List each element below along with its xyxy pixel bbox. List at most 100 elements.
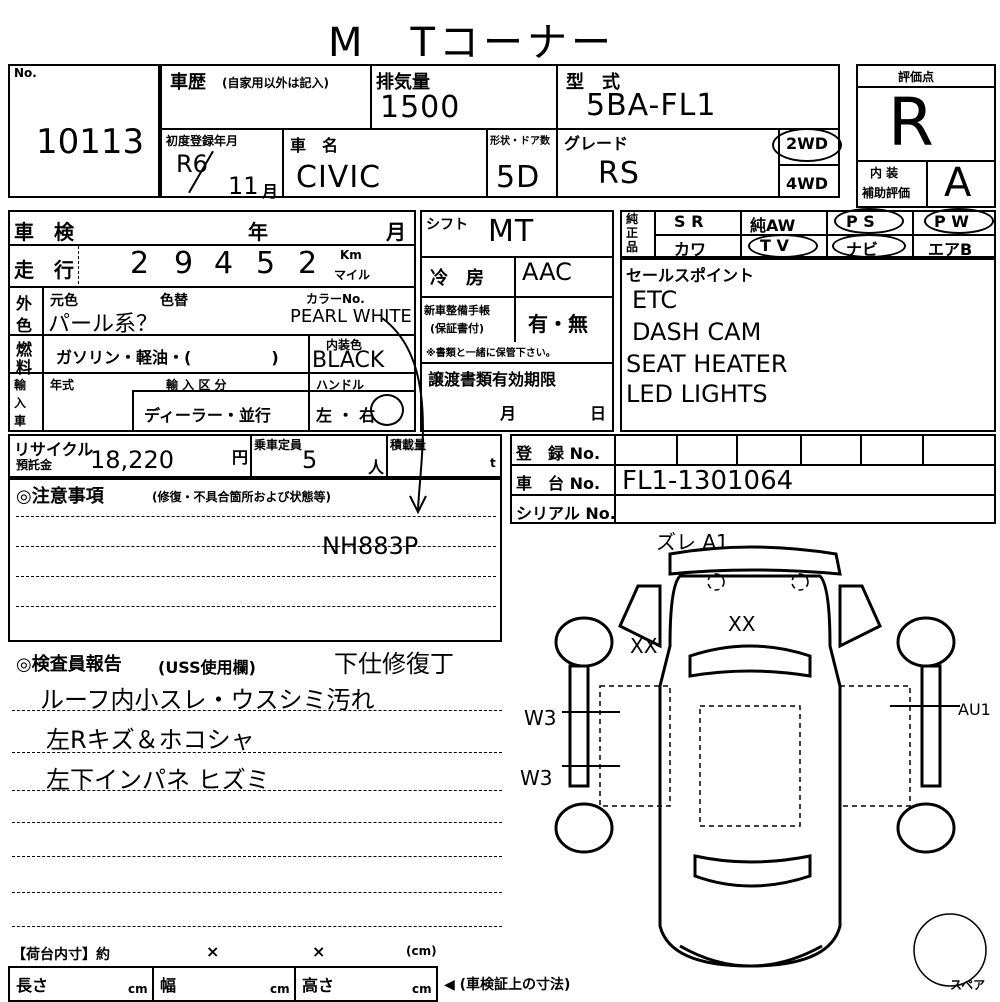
inspection-year: 年	[248, 220, 268, 244]
main-top-box	[160, 64, 840, 198]
shift-label: シフト	[426, 217, 468, 233]
cargo-height: 高さ	[302, 976, 335, 995]
inspector-sub: (USS使用欄)	[158, 658, 256, 677]
handle-value: 左 ・ 右	[316, 406, 376, 425]
score-value: R	[888, 84, 934, 161]
grade-label: グレード	[564, 134, 629, 153]
displacement-label: 排気量	[376, 72, 430, 93]
diagram-top-note: ズレ A1	[656, 530, 729, 554]
cargo-x2: ×	[312, 942, 326, 961]
color-no-label: カラーNo.	[306, 292, 365, 306]
model-value: 5BA-FL1	[586, 88, 717, 123]
sales-point-4: LED LIGHTS	[626, 380, 768, 408]
cargo-unit: (cm)	[406, 944, 437, 958]
chassis-label: 車 台 No.	[516, 474, 601, 493]
exterior-orig-label: 元色	[50, 293, 78, 309]
grade-value: RS	[598, 156, 640, 191]
registration-label: 登 録 No.	[516, 444, 601, 463]
history-label: 車歴	[170, 72, 206, 93]
mileage-digit-2: 9	[174, 246, 195, 281]
ac-label: 冷 房	[430, 268, 484, 289]
color-code-annotation: NH883P	[322, 532, 419, 560]
doc-expiry-month: 月	[500, 404, 517, 423]
sales-points-box	[620, 258, 996, 432]
cargo-arrow-note: ◀ (車検証上の寸法)	[444, 977, 571, 993]
recycle-value: 18,220	[90, 446, 174, 474]
spec-box	[8, 210, 416, 432]
car-name-value: CIVIC	[296, 160, 382, 195]
mileage-unit-km: Km	[340, 248, 362, 262]
equipment-aw: 純AW	[750, 216, 796, 235]
notes-sub: (修復・不具合箇所および状態等)	[152, 490, 331, 504]
sales-points-label: セールスポイント	[626, 266, 755, 285]
history-sub: (自家用以外は記入)	[222, 76, 329, 90]
fuel-label-1: 燃	[16, 340, 33, 359]
car-name-label: 車 名	[290, 136, 339, 155]
import-category-label: 輸 入 区 分	[166, 378, 227, 392]
ac-value: AAC	[522, 258, 572, 286]
diagram-mark-trunk: XX	[728, 612, 756, 636]
diagram-mark-left-rear: XX	[630, 634, 658, 658]
fuel-label-2: 料	[16, 358, 33, 377]
new-car-docs-value: 有・無	[528, 312, 588, 336]
displacement-value: 1500	[380, 90, 461, 125]
serial-label: シリアル No.	[516, 504, 616, 523]
notes-label: ◎注意事項	[16, 486, 104, 507]
doc-expiry-label: 譲渡書類有効期限	[428, 370, 557, 389]
inspector-line-1: ルーフ内小スレ・ウスシミ汚れ	[40, 686, 375, 714]
import-year-label: 年式	[50, 378, 75, 392]
handle-label: ハンドル	[316, 378, 365, 392]
first-reg-month-unit: 月	[262, 182, 279, 201]
equipment-side-label: 純正品	[626, 212, 639, 254]
sales-point-2: DASH CAM	[632, 318, 762, 346]
exterior-changed-label: 色替	[160, 293, 188, 309]
interior-score-label-1: 内 装	[870, 166, 899, 180]
load-unit: t	[490, 456, 496, 470]
tv-circle	[748, 234, 818, 258]
exterior-value: パール系？	[48, 312, 159, 337]
first-reg-month: 11	[228, 172, 259, 200]
drive-2wd-circle	[772, 128, 842, 162]
drive-4wd: 4WD	[786, 174, 829, 193]
equipment-sr: S R	[674, 212, 704, 231]
cargo-box	[8, 966, 438, 1002]
sales-point-3: SEAT HEATER	[626, 350, 788, 378]
cargo-width-cm: cm	[270, 982, 290, 996]
exterior-label-1: 外	[16, 294, 33, 313]
inspection-label: 車 検	[14, 220, 74, 244]
interior-score-label-2: 補助評価	[862, 186, 911, 200]
cargo-label: 【荷台内寸】約	[12, 947, 110, 963]
navi-circle	[832, 234, 906, 258]
annotation-arrow	[381, 317, 427, 515]
first-reg-value: R6	[176, 150, 208, 178]
cargo-height-cm: cm	[412, 982, 432, 996]
fuel-value: ガソリン・軽油・( )	[56, 348, 279, 367]
mileage-unit-mile: マイル	[334, 268, 371, 282]
load-label: 積載量	[390, 438, 427, 452]
model-label: 型 式	[566, 72, 620, 93]
chassis-value: FL1-1301064	[622, 466, 794, 496]
diagram-mark-left-door-2: W3	[520, 766, 553, 790]
inspector-line-2: 左Rキズ＆ホコシャ	[46, 726, 255, 754]
mileage-label: 走 行	[14, 258, 74, 282]
inspector-label: ◎検査員報告	[16, 654, 122, 675]
handle-right-circle	[370, 394, 404, 426]
mileage-digit-5: 2	[298, 246, 319, 281]
shift-value: MT	[488, 214, 535, 249]
cargo-length-cm: cm	[128, 982, 148, 996]
recycle-label-2: 預託金	[16, 458, 53, 472]
recycle-unit: 円	[232, 448, 249, 467]
new-car-docs-label-2: (保証書付)	[430, 322, 485, 335]
recycle-label-1: リサイクル	[14, 440, 94, 459]
exterior-label-2: 色	[16, 316, 33, 335]
lot-box	[8, 64, 160, 198]
notes-box	[8, 478, 502, 642]
sales-point-1: ETC	[632, 286, 678, 314]
new-car-docs-note: ※書類と一緒に保管下さい。	[426, 348, 556, 359]
new-car-docs-label-1: 新車整備手帳	[424, 304, 490, 317]
inspection-month: 月	[386, 220, 406, 244]
mileage-digit-4: 5	[256, 246, 277, 281]
center-box	[420, 210, 614, 432]
interior-color-value: BLACK	[312, 348, 385, 373]
page-title: M Tコーナー	[328, 20, 615, 66]
